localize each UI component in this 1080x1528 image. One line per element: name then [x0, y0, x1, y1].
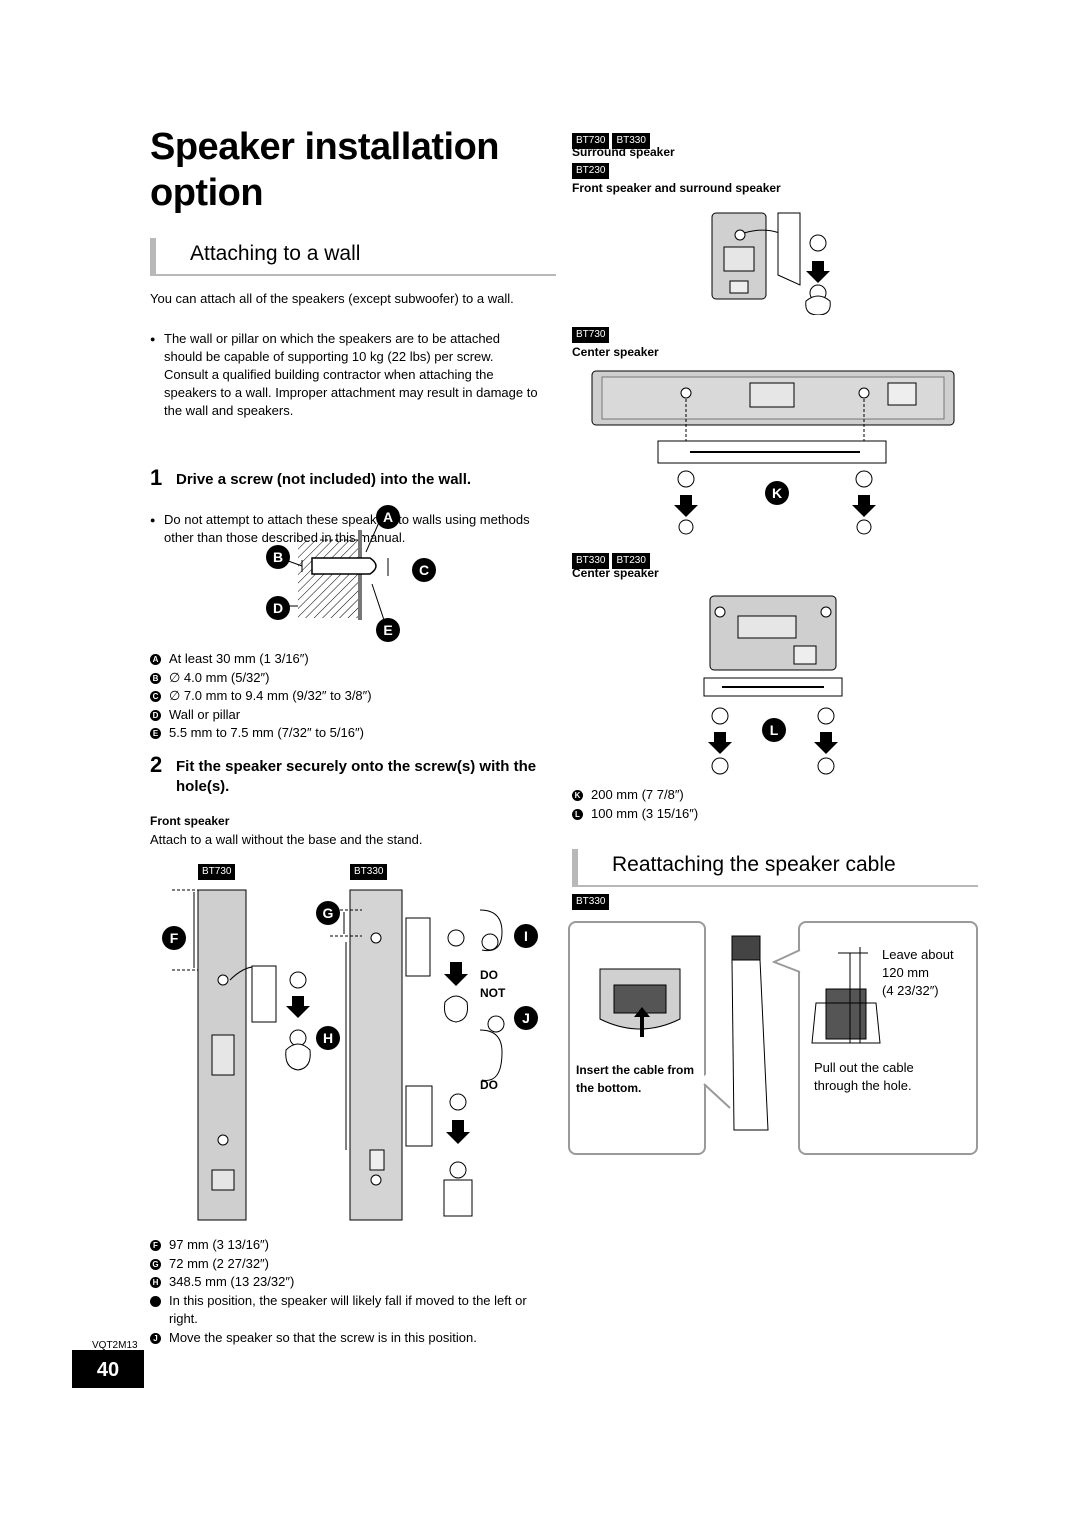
- step-1: 1 Drive a screw (not included) into the …: [150, 465, 571, 490]
- fig2-label-i: I: [514, 924, 538, 948]
- step-2-number: 2: [150, 752, 163, 777]
- center-label-k: K: [765, 481, 789, 505]
- model-badge-bt730: BT730: [198, 864, 236, 880]
- model-badge: BT230: [612, 553, 650, 569]
- model-badge: BT330: [612, 133, 650, 149]
- legend-row: B∅ 4.0 mm (5/32″): [150, 669, 540, 688]
- front-speaker-label: Front speaker: [150, 814, 230, 828]
- section-heading-reattach: Reattaching the speaker cable: [572, 849, 978, 887]
- model-badge: BT330: [572, 553, 610, 569]
- leave-about-line3: (4 23/32″): [882, 983, 939, 998]
- bullet-wall-strength: The wall or pillar on which the speakers…: [150, 330, 539, 420]
- model-badge-bt330: BT330: [350, 864, 388, 880]
- do-not-label: DO NOT: [480, 968, 506, 1000]
- intro-text: You can attach all of the speakers (exce…: [150, 291, 514, 306]
- front-speaker-mount-diagram: [172, 889, 505, 1221]
- document-code: VQT2M13: [92, 1340, 138, 1351]
- leave-about-line2: 120 mm: [882, 965, 929, 980]
- center-speaker-bt730-diagram: [591, 370, 955, 535]
- center-speaker-label-2: Center speaker: [572, 566, 659, 580]
- fig1-label-c: C: [412, 558, 436, 582]
- step-2: 2 Fit the speaker securely onto the scre…: [150, 752, 571, 797]
- legend-row: C∅ 7.0 mm to 9.4 mm (9/32″ to 3/8″): [150, 687, 540, 706]
- fig2-label-j: J: [514, 1006, 538, 1030]
- insert-cable-text: Insert the cable from the bottom.: [576, 1063, 695, 1095]
- speaker-column-illustration: [700, 935, 769, 1131]
- page-number: 40: [72, 1350, 144, 1388]
- model-badge-reattach: BT330: [572, 894, 610, 910]
- fig1-label-d: D: [266, 596, 290, 620]
- cable-insert-illustration: [599, 968, 681, 1037]
- fig2-label-h: H: [316, 1026, 340, 1050]
- front-surround-label: Front speaker and surround speaker: [572, 181, 781, 195]
- cable-pull-illustration: [811, 947, 881, 1044]
- callout-pointer: [772, 949, 801, 973]
- fig2-label-f: F: [162, 926, 186, 950]
- center-label-l: L: [762, 718, 786, 742]
- fig1-label-b: B: [266, 545, 290, 569]
- screw: [311, 557, 377, 575]
- surround-speaker-diagram: [711, 212, 831, 315]
- center-speaker-label-1: Center speaker: [572, 345, 659, 359]
- fig2-label-g: G: [316, 901, 340, 925]
- step-1-text: Drive a screw (not included) into the wa…: [176, 471, 472, 488]
- fig1-label-a: A: [376, 505, 400, 529]
- front-speaker-bt330: [349, 889, 403, 1221]
- surround-speaker-label: Surround speaker: [572, 145, 675, 159]
- model-badge-bt230: BT230: [572, 163, 610, 179]
- pull-cable-text: Pull out the cable through the hole.: [814, 1060, 914, 1093]
- pull-cable-panel: Leave about 120 mm (4 23/32″) Pull out t…: [798, 921, 978, 1155]
- leave-about-line1: Leave about: [882, 947, 954, 962]
- fig1-label-e: E: [376, 618, 400, 642]
- step-1-number: 1: [150, 465, 163, 490]
- insert-cable-panel: Insert the cable from the bottom.: [568, 921, 706, 1155]
- model-badge-center1: BT730: [572, 327, 610, 343]
- section-heading-attach: Attaching to a wall: [150, 238, 556, 276]
- front-speaker-note: Attach to a wall without the base and th…: [150, 832, 423, 847]
- step-2-text: Fit the speaker securely onto the screw(…: [176, 758, 537, 795]
- center-speaker-bt330-diagram: [703, 595, 843, 775]
- page-title: Speaker installation option: [150, 126, 500, 214]
- do-label: DO: [480, 1078, 498, 1092]
- model-badge: BT730: [572, 133, 610, 149]
- wall-hatching: [298, 540, 360, 618]
- leave-about-text: Leave about 120 mm (4 23/32″): [882, 946, 976, 1000]
